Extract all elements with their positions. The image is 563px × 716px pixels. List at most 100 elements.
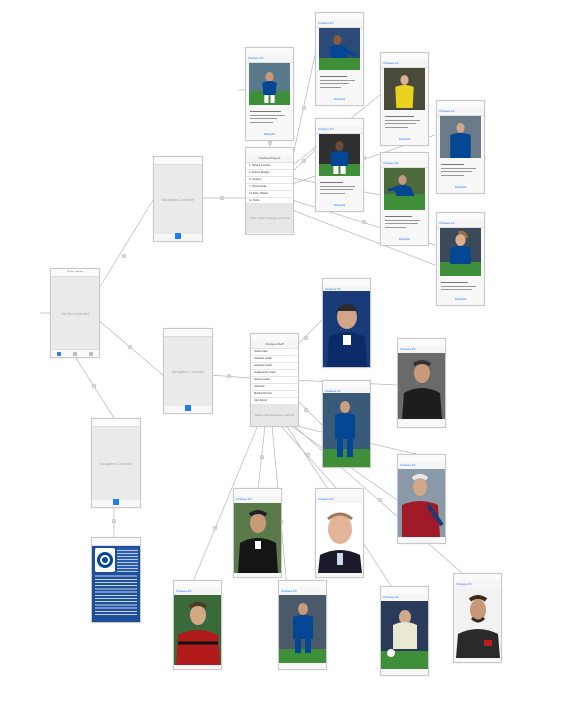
club-history-text [95,575,137,615]
staff-detail-scene[interactable]: Chelsea FC [322,380,371,468]
player-info-text [320,181,359,195]
player-info-text [385,115,424,129]
staff-photo [398,353,445,419]
nav-bar-title: Chelsea Staff [251,341,298,349]
wikipedia-link[interactable]: Wikipedia [263,133,276,136]
wikipedia-link[interactable]: Wikipedia [454,298,467,301]
back-button[interactable]: Chelsea FC [400,347,416,351]
club-crest-image [95,548,115,572]
back-button[interactable]: Chelsea FC [383,61,399,65]
staff-photo [174,595,221,665]
back-button[interactable]: Chelsea FC [236,497,252,501]
tab-bar-item-icon [185,405,191,411]
info-navigation-controller-scene[interactable]: Navigation Controller [91,418,141,508]
scene-placeholder: Tab Bar Controller [60,311,90,316]
back-button[interactable]: Chelsea FC [318,127,334,131]
club-info-scene[interactable] [91,537,141,623]
player-detail-scene[interactable]: Chelsea FC Wikipedia [380,152,429,246]
player-photo [384,168,425,210]
staff-detail-scene[interactable]: Chelsea FC [322,278,371,368]
scene-title: Tab Bar Controller [51,269,99,277]
back-button[interactable]: Chelsea FC [325,287,341,291]
tab-players-icon[interactable] [57,351,61,356]
table-row[interactable]: Assistant Coach [251,363,298,370]
back-button[interactable]: Chelsea FC [318,21,334,25]
tab-bar-item-icon [113,499,119,505]
back-button[interactable]: Chelsea FC [456,582,472,586]
players-table-scene[interactable]: Chelsea Players 1. Thibaut Courtois 2. A… [245,147,294,235]
table-row[interactable]: 10. Eden Hazard [246,191,293,198]
staff-detail-scene[interactable]: Chelsea FC [397,454,446,544]
back-button[interactable]: Chelsea FC [383,161,399,165]
table-footer: Table View Prototype Content [251,404,298,426]
back-button[interactable]: Chelsea FC [281,589,297,593]
player-photo [249,63,290,105]
staff-navigation-controller-scene[interactable]: Navigation Controller [163,328,213,414]
back-button[interactable]: Chelsea FC [439,109,455,113]
back-button[interactable]: Chelsea FC [248,56,264,60]
staff-detail-scene[interactable]: Chelsea FC [380,586,429,676]
player-photo [440,228,481,276]
player-photo [319,134,360,176]
back-button[interactable]: Chelsea FC [400,463,416,467]
wikipedia-link[interactable]: Wikipedia [333,204,346,207]
staff-photo [454,588,501,658]
player-info-text [250,110,289,124]
staff-detail-scene[interactable]: Chelsea FC [278,580,327,670]
staff-photo [381,601,428,669]
table-row[interactable]: Head Coach [251,349,298,356]
staff-photo [323,291,370,367]
staff-detail-scene[interactable]: Chelsea FC [453,573,502,663]
table-row[interactable]: Chairman [251,384,298,391]
staff-photo [398,469,445,537]
player-detail-scene[interactable]: Chelsea FC Wikipedia [245,47,294,141]
staff-detail-scene[interactable]: Chelsea FC [397,338,446,428]
tab-info-icon[interactable] [89,351,93,356]
player-info-text [441,163,480,177]
staff-table-scene[interactable]: Chelsea Staff Head Coach Assistant Coach… [250,333,299,427]
scene-placeholder: Navigation Controller [171,369,205,374]
players-navigation-controller-scene[interactable]: Navigation Controller [153,156,203,242]
table-row[interactable]: 1. Thibaut Courtois [246,163,293,170]
back-button[interactable]: Chelsea FC [318,497,334,501]
wikipedia-link[interactable]: Wikipedia [398,238,411,241]
scene-placeholder: Navigation Controller [99,461,133,466]
tab-staff-icon[interactable] [73,351,77,356]
table-row[interactable]: 2. Antonio Rüdiger [246,170,293,177]
player-detail-scene[interactable]: Chelsea FC Wikipedia [315,118,364,212]
scene-placeholder: Navigation Controller [161,197,195,202]
staff-detail-scene[interactable]: Chelsea FC [315,488,364,578]
table-row[interactable]: Assistant Coach [251,356,298,363]
staff-photo [316,503,363,573]
tab-bar[interactable] [51,349,99,357]
wikipedia-link[interactable]: Wikipedia [333,98,346,101]
back-button[interactable]: Chelsea FC [439,221,455,225]
table-row[interactable]: Medical Director [251,391,298,398]
table-row[interactable]: Goalkeeping Coach [251,370,298,377]
player-info-text [320,75,359,89]
table-footer: Table View Prototype Content [246,203,293,233]
staff-photo [323,393,370,467]
table-row[interactable]: 7. N'Golo Kanté [246,184,293,191]
table-row[interactable]: 5. Jorginho [246,177,293,184]
player-detail-scene[interactable]: Chelsea FC Wikipedia [315,12,364,106]
nav-bar-title: Chelsea Players [246,155,293,163]
back-button[interactable]: Chelsea FC [176,589,192,593]
staff-photo [234,503,281,573]
tab-bar-controller-scene[interactable]: Tab Bar Controller Tab Bar Controller [50,268,100,358]
player-detail-scene[interactable]: Chelsea FC Wikipedia [436,212,485,306]
staff-detail-scene[interactable]: Chelsea FC [233,488,282,578]
player-detail-scene[interactable]: Chelsea FC Wikipedia [380,52,429,146]
wikipedia-link[interactable]: Wikipedia [398,138,411,141]
player-info-text [441,281,480,292]
wikipedia-link[interactable]: Wikipedia [454,186,467,189]
staff-table[interactable]: Head Coach Assistant Coach Assistant Coa… [251,349,298,412]
staff-photo [279,595,326,663]
player-photo [440,116,481,158]
table-row[interactable]: Fitness Coach [251,377,298,384]
player-detail-scene[interactable]: Chelsea FC Wikipedia [436,100,485,194]
player-photo [384,68,425,110]
staff-detail-scene[interactable]: Chelsea FC [173,580,222,670]
back-button[interactable]: Chelsea FC [383,595,399,599]
back-button[interactable]: Chelsea FC [325,389,341,393]
